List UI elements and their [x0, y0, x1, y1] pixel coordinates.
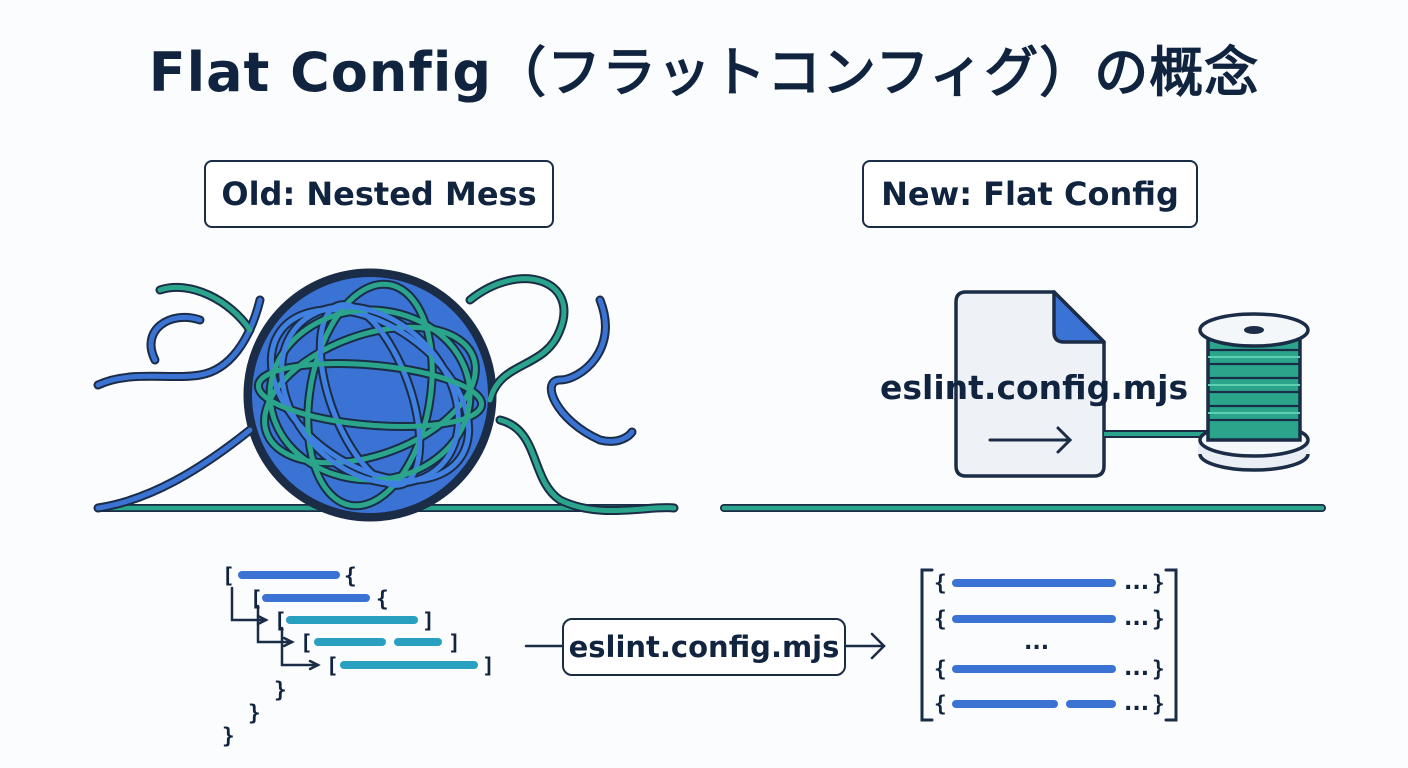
array-brace: {	[934, 657, 947, 681]
code-bracket: [	[326, 654, 339, 678]
code-brace: }	[274, 678, 287, 702]
code-bracket: [	[222, 564, 235, 588]
array-brace: }	[1152, 571, 1165, 595]
page-title: Flat Config（フラットコンフィグ）の概念	[148, 41, 1260, 104]
code-bracket: ]	[422, 609, 435, 633]
center-config-label: eslint.config.mjs	[562, 618, 846, 676]
code-bracket: [	[274, 609, 287, 633]
code-bracket: [	[250, 587, 263, 611]
code-brace: {	[344, 564, 357, 588]
file-icon	[954, 290, 1106, 478]
file-name-label: eslint.config.mjs	[880, 368, 1189, 407]
code-brace: {	[376, 587, 389, 611]
code-bracket: ]	[448, 631, 461, 655]
array-brace: }	[1152, 607, 1165, 631]
array-brace: }	[1152, 657, 1165, 681]
code-bracket: [	[300, 631, 313, 655]
code-bracket: ]	[482, 654, 495, 678]
array-brace: }	[1152, 692, 1165, 716]
arrow-right-icon	[524, 632, 886, 660]
nested-code-icon	[230, 571, 478, 671]
array-brace: {	[934, 692, 947, 716]
flat-array-icon	[920, 568, 1178, 722]
array-brace: {	[934, 607, 947, 631]
arrow-right-icon	[988, 426, 1073, 454]
yarn-ball-icon	[93, 268, 679, 522]
code-brace: }	[222, 724, 235, 748]
array-ellipsis: ...	[1124, 606, 1150, 631]
array-ellipsis: ...	[1124, 570, 1150, 595]
array-brace: {	[934, 571, 947, 595]
new-config-label: New: Flat Config	[862, 160, 1198, 228]
spool-icon	[1198, 312, 1310, 472]
array-ellipsis: ...	[1124, 691, 1150, 716]
array-middle-ellipsis: ...	[1024, 630, 1050, 655]
code-brace: }	[248, 701, 261, 725]
array-ellipsis: ...	[1124, 656, 1150, 681]
old-config-label: Old: Nested Mess	[204, 160, 554, 228]
